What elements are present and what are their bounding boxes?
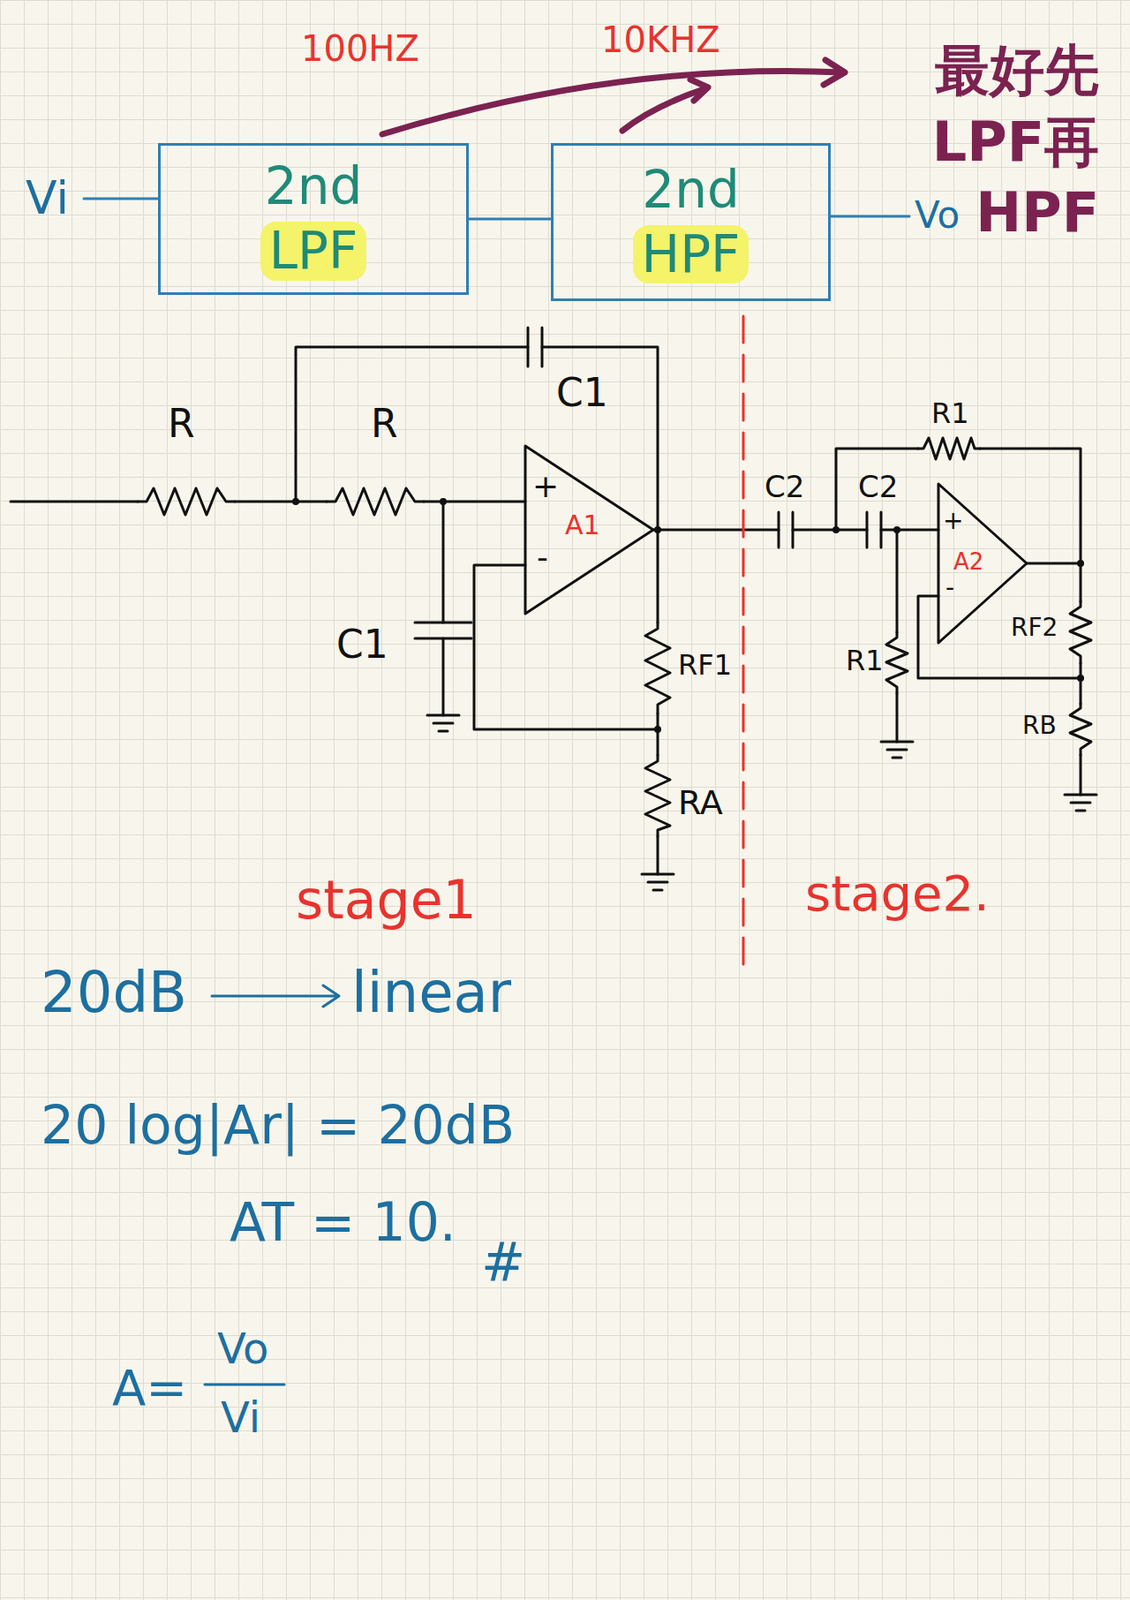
stage2-circuit [778,437,1097,811]
pin-sign: + [532,467,559,505]
pin-sign: - [945,573,955,603]
note-arrow [382,60,845,135]
stage-label: stage2. [805,865,990,922]
filter-type: LPF [260,221,368,281]
filter-block: 2ndLPF [158,143,469,295]
math-text: 20 log|Ar| = 20dB [40,1094,515,1156]
part-name: RA [678,783,724,823]
signal-name: Vi [25,172,69,226]
math-text: Vi [220,1393,261,1442]
resistor-symbol [1069,601,1092,663]
math-text: # [481,1231,526,1293]
cutoff-frequency: 100HZ [301,28,420,69]
math-text: linear [351,960,512,1026]
part-name: A2 [953,549,984,576]
filter-block: 2ndHPF [550,143,831,302]
math-text: A= [112,1359,188,1417]
part-name: R1 [845,644,884,678]
math-text: AT = 10. [229,1191,457,1253]
part-name: R1 [931,397,970,430]
part-name: RF1 [678,648,732,682]
pin-sign: + [942,506,964,535]
part-name: C2 [858,469,898,505]
part-name: C1 [336,622,389,668]
capacitor-symbol [414,622,472,639]
part-name: RB [1022,711,1057,740]
part-name: R [167,401,196,447]
math-mark [204,985,339,1385]
resistor-symbol [137,488,235,515]
capacitor-symbol [527,327,543,367]
stage-label: stage1 [295,869,477,931]
filter-order: 2nd [641,160,739,220]
signal-connector [468,218,551,220]
filter-type: HPF [632,225,750,285]
resistor-symbol [918,437,980,460]
part-name: A1 [565,510,601,542]
stage1-circuit [10,327,779,890]
part-name: R [370,401,399,447]
part-name: RF2 [1010,613,1058,642]
signal-name: Vo [914,194,960,237]
opamp-symbol [525,445,654,614]
stage-divider [742,316,746,969]
resistor-symbol [326,488,424,515]
cutoff-frequency: 10KHZ [601,19,721,61]
design-note: 最好先 LPF再 HPF [860,35,1100,249]
ground-symbol [641,873,674,890]
resistor-symbol [1069,703,1092,755]
junction-dot [292,497,1085,733]
part-name: C1 [556,370,609,416]
ground-symbol [427,715,460,731]
math-text: Vo [217,1324,269,1373]
resistor-symbol [645,622,671,714]
capacitor-symbol [866,512,882,548]
resistor-symbol [645,754,671,837]
math-text: 20dB [40,960,188,1026]
pin-sign: - [536,538,549,575]
part-name: C2 [764,469,805,505]
ground-symbol [881,741,913,758]
resistor-symbol [886,632,908,694]
signal-wire [83,198,910,217]
capacitor-symbol [778,512,793,548]
filter-order: 2nd [264,157,362,217]
ground-symbol [1064,794,1097,811]
